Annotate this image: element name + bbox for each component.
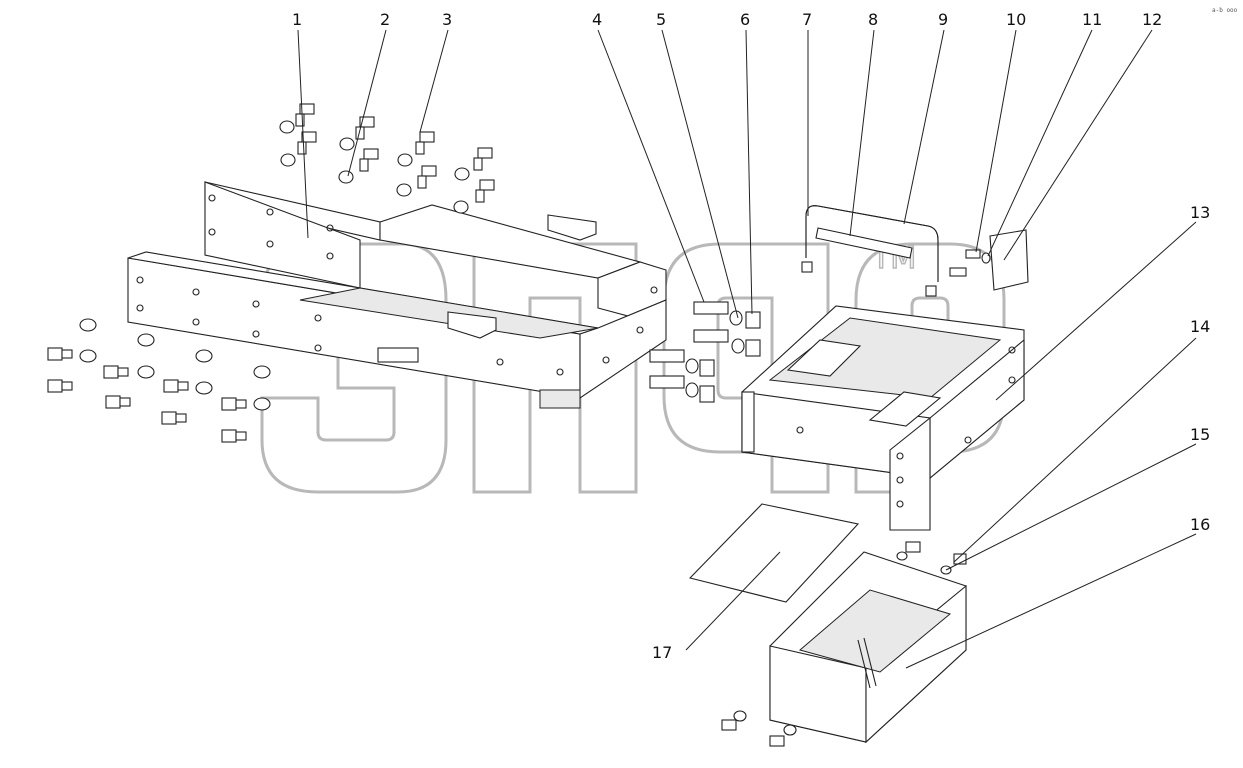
callout-13: 13 bbox=[1190, 203, 1210, 222]
callout-8: 8 bbox=[868, 10, 878, 29]
upper-bolt-group bbox=[279, 103, 495, 214]
callout-11: 11 bbox=[1082, 10, 1102, 29]
leader-lines bbox=[297, 29, 1197, 669]
callout-17: 17 bbox=[652, 643, 672, 662]
callout-14: 14 bbox=[1190, 317, 1210, 336]
lower-bolt-group bbox=[47, 318, 271, 443]
callout-4: 4 bbox=[592, 10, 602, 29]
frame-rails bbox=[127, 181, 667, 409]
callout-1: 1 bbox=[292, 10, 302, 29]
callout-6: 6 bbox=[740, 10, 750, 29]
callout-5: 5 bbox=[656, 10, 666, 29]
u-bolt bbox=[801, 205, 1029, 297]
callout-3: 3 bbox=[442, 10, 452, 29]
callout-2: 2 bbox=[380, 10, 390, 29]
middle-fasteners bbox=[649, 301, 761, 403]
callout-16: 16 bbox=[1190, 515, 1210, 534]
rubber-mat bbox=[688, 503, 860, 603]
corner-code: a-b ooo bbox=[1212, 7, 1238, 14]
callout-10: 10 bbox=[1006, 10, 1026, 29]
battery-tray bbox=[721, 541, 967, 747]
callout-12: 12 bbox=[1142, 10, 1162, 29]
callout-7: 7 bbox=[802, 10, 812, 29]
callout-labels: 1 2 3 4 5 6 7 8 9 10 11 12 13 14 15 16 1… bbox=[292, 10, 1210, 662]
battery-frame bbox=[741, 305, 1025, 531]
callout-15: 15 bbox=[1190, 425, 1210, 444]
callout-9: 9 bbox=[938, 10, 948, 29]
